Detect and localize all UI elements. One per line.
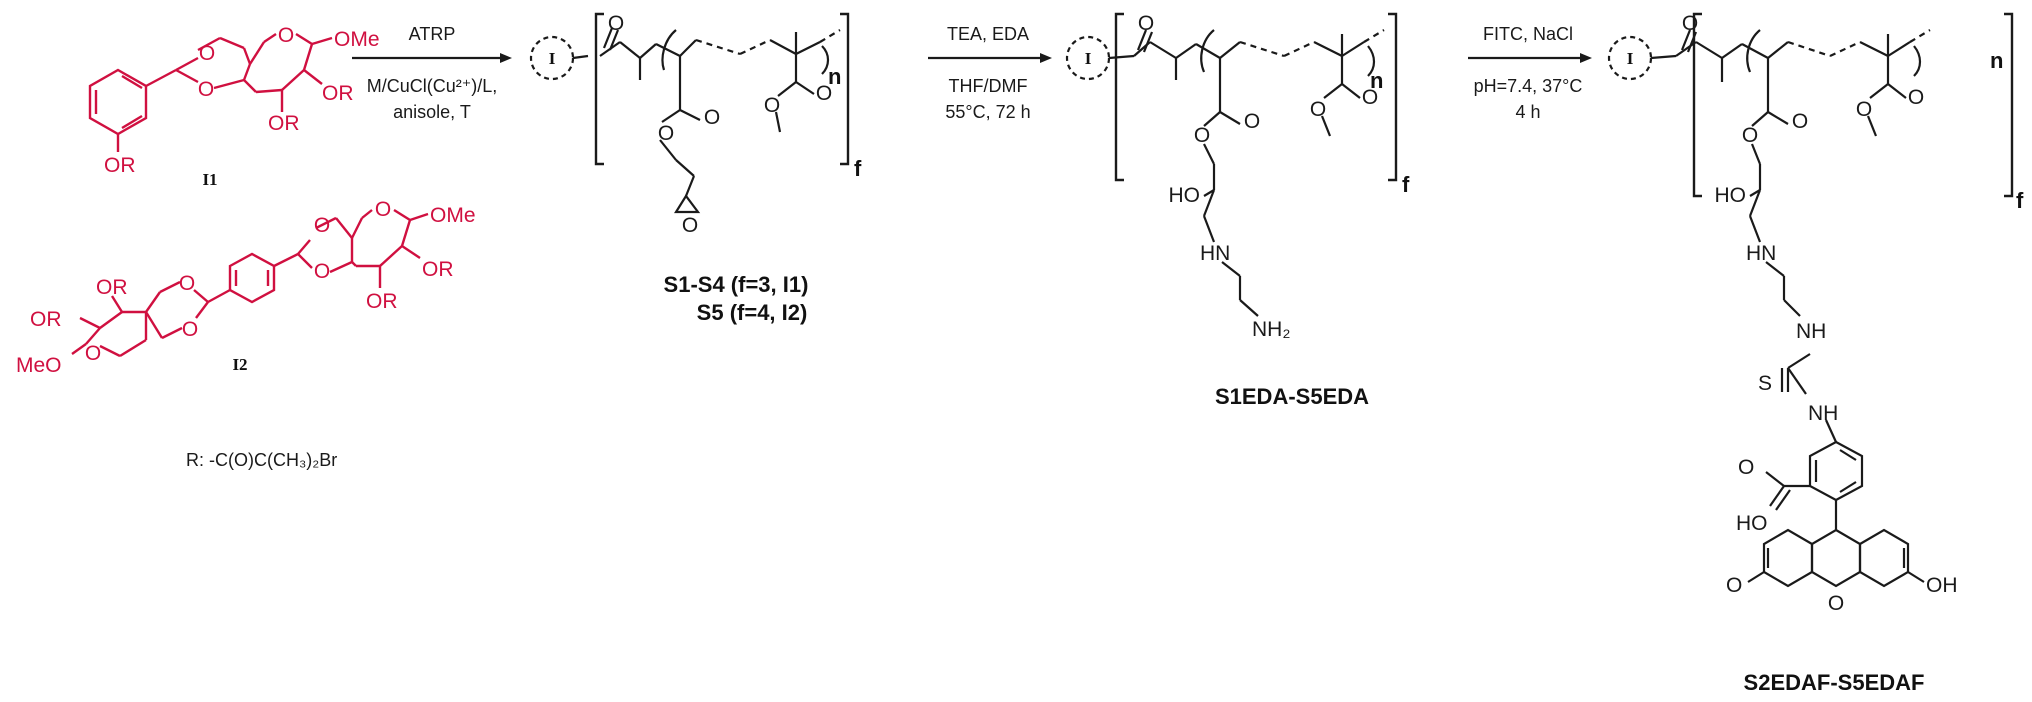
s1-epoxide-o: O <box>682 214 698 237</box>
polymer-s1eda-structure <box>1065 12 1398 317</box>
arrow1-condition-mid: M/CuCl(Cu²⁺)/L, <box>367 76 498 96</box>
i1-or-label-3: OR <box>322 82 354 105</box>
i2-label: I2 <box>232 355 247 374</box>
s2edaf-n-subscript: n <box>1990 48 2003 73</box>
s2edaf-hn-label: HN <box>1746 242 1776 265</box>
core-initiator-1: I <box>549 49 556 68</box>
s2edaf-nh-label-1: NH <box>1796 320 1826 343</box>
s1eda-carbonyl-o: O <box>1138 12 1154 35</box>
i2-ring-o-right: O <box>375 198 391 221</box>
s2edaf-phenol-oh: OH <box>1926 574 1958 597</box>
i2-ring-o-left: O <box>85 342 101 365</box>
s1-ester-o-single: O <box>658 122 674 145</box>
core-initiator-2: I <box>1085 49 1092 68</box>
s1eda-hn-label: HN <box>1200 242 1230 265</box>
s1eda-ester-o-single: O <box>1194 124 1210 147</box>
i2-acetal-o-l2: O <box>182 318 198 341</box>
core-initiator-3: I <box>1627 49 1634 68</box>
initiator-i1-structure <box>88 32 333 152</box>
arrow3-condition-bottom: 4 h <box>1515 102 1540 122</box>
s2edaf-cooh-o-double: O <box>1738 456 1754 479</box>
i2-acetal-o-r2: O <box>314 260 330 283</box>
s2edaf-carbonyl-o: O <box>1682 12 1698 35</box>
i2-acetal-o-r1: O <box>314 214 330 237</box>
arrow2-condition-top: TEA, EDA <box>947 24 1029 44</box>
s2edaf-thiourea-s: S <box>1758 372 1772 395</box>
i1-or-label-aryl: OR <box>104 154 136 177</box>
product-1-label-line2: S5 (f=4, I2) <box>697 300 808 325</box>
arrow1-condition-top: ATRP <box>409 24 456 44</box>
r-group-definition: R: -C(O)C(CH₃)₂Br <box>186 450 337 470</box>
s1-mma-o-single: O <box>764 94 780 117</box>
i2-or-right-2: OR <box>366 290 398 313</box>
s1eda-mma-o-double: O <box>1362 86 1378 109</box>
s1eda-nh2-label: NH₂ <box>1252 318 1290 341</box>
s2edaf-mma-o-single: O <box>1856 98 1872 121</box>
polymer-s2edaf-structure <box>1607 12 2014 588</box>
s1-carbonyl-o: O <box>608 12 624 35</box>
arrow2-condition-bottom: 55°C, 72 h <box>945 102 1030 122</box>
arrow3-condition-mid: pH=7.4, 37°C <box>1474 76 1583 96</box>
product-1-label-line1: S1-S4 (f=3, I1) <box>664 272 809 297</box>
product-3-label: S2EDAF-S5EDAF <box>1744 670 1925 695</box>
product-2-label: S1EDA-S5EDA <box>1215 384 1369 409</box>
arrow2-condition-mid: THF/DMF <box>949 76 1028 96</box>
s2edaf-ester-o-double: O <box>1792 110 1808 133</box>
reaction-arrow-3 <box>1468 53 1592 63</box>
s1eda-ho-label: HO <box>1169 184 1201 207</box>
polymer-s1-structure <box>529 12 850 214</box>
reaction-arrow-2 <box>928 53 1052 63</box>
s1-n-subscript: n <box>828 64 841 89</box>
i1-or-label-4: OR <box>268 112 300 135</box>
i2-or-right-1: OR <box>422 258 454 281</box>
i2-acetal-o-l1: O <box>179 272 195 295</box>
i1-acetal-oxygen-top: O <box>199 42 215 65</box>
i2-meo-label: MeO <box>16 354 62 377</box>
i2-or-left-2: OR <box>30 308 62 331</box>
s1eda-ester-o-double: O <box>1244 110 1260 133</box>
s1-mma-o-double: O <box>816 82 832 105</box>
arrow1-condition-bottom: anisole, T <box>393 102 471 122</box>
s2edaf-mma-o-double: O <box>1908 86 1924 109</box>
s2edaf-nh-label-2: NH <box>1808 402 1838 425</box>
i1-label: I1 <box>202 170 217 189</box>
i1-ring-oxygen: O <box>278 24 294 47</box>
arrow3-condition-top: FITC, NaCl <box>1483 24 1573 44</box>
s2edaf-xanthene-o: O <box>1828 592 1844 615</box>
reaction-arrow-1 <box>352 53 512 63</box>
i2-or-left-1: OR <box>96 276 128 299</box>
initiator-i2-structure <box>71 208 429 358</box>
s1-ester-o-double: O <box>704 106 720 129</box>
s1eda-mma-o-single: O <box>1310 98 1326 121</box>
i2-ome-label: OMe <box>430 204 476 227</box>
s2edaf-f-subscript: f <box>2016 188 2024 213</box>
i1-ome-label: OMe <box>334 28 380 51</box>
s1eda-n-subscript: n <box>1370 68 1383 93</box>
s2edaf-ester-o-single: O <box>1742 124 1758 147</box>
s1eda-f-subscript: f <box>1402 172 1410 197</box>
s2edaf-ho-label: HO <box>1715 184 1747 207</box>
i1-acetal-oxygen-bottom: O <box>198 78 214 101</box>
s2edaf-cooh-ho: HO <box>1736 512 1768 535</box>
s2edaf-ketone-o: O <box>1726 574 1742 597</box>
s1-f-subscript: f <box>854 156 862 181</box>
